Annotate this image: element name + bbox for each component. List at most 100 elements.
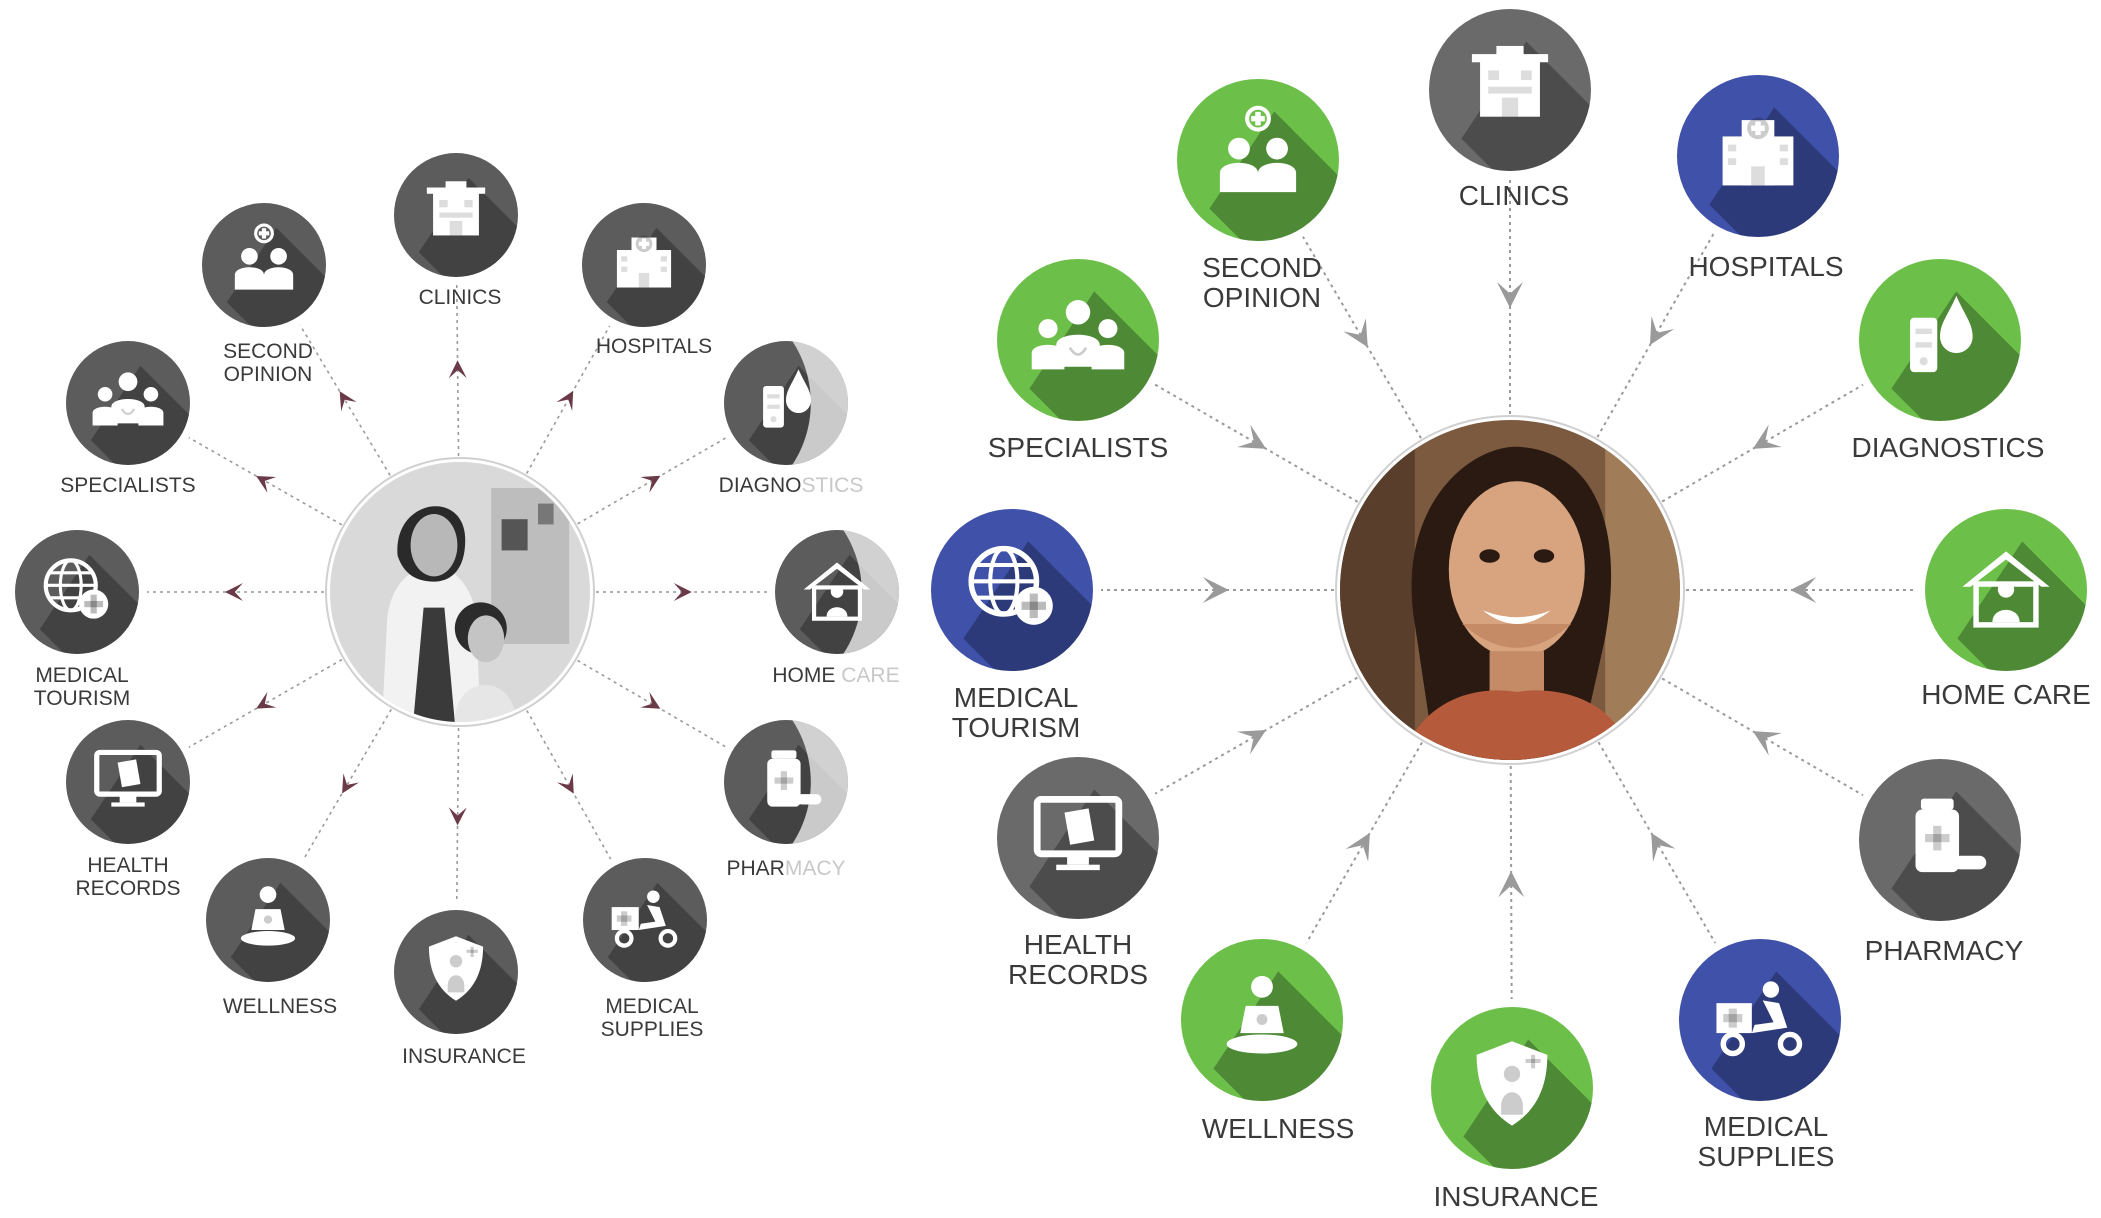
globe-plus-icon bbox=[39, 554, 139, 654]
clinic-building-icon bbox=[1461, 41, 1591, 171]
before-node-insurance bbox=[394, 910, 518, 1034]
home-care-icon bbox=[799, 530, 899, 654]
after-arrow-insurance bbox=[1498, 871, 1525, 898]
before-label-clinics: CLINICS bbox=[418, 286, 502, 309]
after-label-insurance: INSURANCE bbox=[1433, 1181, 1599, 1212]
before-arrow-medical-supplies bbox=[557, 773, 574, 794]
after-arrow-wellness bbox=[1345, 832, 1370, 862]
before-connector-wellness bbox=[302, 708, 392, 860]
before-node-pharmacy bbox=[724, 720, 848, 844]
before-label-pharmacy: PHARMACY bbox=[726, 857, 846, 880]
after-arrow-medical-tourism bbox=[1202, 577, 1229, 603]
after-label-diagnostics: DIAGNOSTICS bbox=[1851, 432, 2045, 463]
before-node-diagnostics bbox=[724, 341, 848, 465]
hospital-icon bbox=[1709, 107, 1839, 237]
before-arrow-clinics bbox=[448, 360, 467, 379]
before-label-hospitals: HOSPITALS bbox=[595, 335, 713, 358]
before-node-specialists bbox=[66, 341, 190, 465]
before-arrow-health-records bbox=[256, 691, 277, 709]
after-label-second-opinion: SECOND OPINION bbox=[1202, 252, 1322, 314]
before-connector-diagnostics bbox=[577, 437, 726, 525]
before-connector-hospitals bbox=[525, 325, 611, 474]
monitor-records-icon bbox=[1029, 789, 1159, 919]
after-node-diagnostics bbox=[1859, 259, 2021, 421]
monitor-records-icon bbox=[90, 744, 190, 844]
before-arrow-insurance bbox=[448, 807, 467, 826]
after-arrow-clinics bbox=[1497, 281, 1523, 308]
lab-flask-drop-icon bbox=[1891, 291, 2021, 421]
before-label-specialists: SPECIALISTS bbox=[60, 474, 196, 497]
before-hub-photo bbox=[330, 462, 590, 722]
shield-person-icon bbox=[1463, 1039, 1593, 1169]
after-label-wellness: WELLNESS bbox=[1201, 1113, 1355, 1144]
after-label-pharmacy: PHARMACY bbox=[1864, 935, 2024, 966]
before-label-health-records: HEALTH RECORDS bbox=[75, 854, 181, 900]
after-node-pharmacy bbox=[1859, 759, 2021, 921]
before-node-medical-supplies bbox=[583, 858, 707, 982]
after-node-insurance bbox=[1431, 1007, 1593, 1169]
after-label-specialists: SPECIALISTS bbox=[987, 432, 1169, 463]
after-node-home-care bbox=[1925, 509, 2087, 671]
meditation-icon bbox=[1213, 971, 1343, 1101]
before-label-home-care: HOME CARE bbox=[772, 664, 900, 687]
before-label-medical-tourism: MEDICAL TOURISM bbox=[33, 664, 131, 710]
after-arrow-medical-supplies bbox=[1651, 832, 1676, 862]
after-arrow-second-opinion bbox=[1343, 318, 1368, 348]
delivery-scooter-icon bbox=[607, 882, 707, 982]
before-connector-second-opinion bbox=[299, 324, 391, 476]
after-arrow-hospitals bbox=[1649, 316, 1675, 346]
after-label-medical-supplies: MEDICAL SUPPLIES bbox=[1697, 1111, 1835, 1173]
before-arrow-medical-tourism bbox=[224, 583, 243, 601]
clinic-building-icon bbox=[418, 177, 518, 277]
before-connector-health-records bbox=[188, 658, 343, 748]
before-label-insurance: INSURANCE bbox=[402, 1045, 526, 1068]
before-connector-medical-supplies bbox=[526, 710, 612, 860]
shield-person-icon bbox=[418, 934, 518, 1034]
after-arrow-pharmacy bbox=[1752, 731, 1782, 756]
after-node-wellness bbox=[1181, 939, 1343, 1101]
before-node-clinics bbox=[394, 153, 518, 277]
before-node-medical-tourism bbox=[15, 530, 139, 654]
meditation-icon bbox=[230, 882, 330, 982]
before-node-hospitals bbox=[582, 203, 706, 327]
before-arrow-specialists bbox=[256, 475, 277, 493]
before-arrow-home-care bbox=[673, 583, 692, 601]
before-connector-insurance bbox=[455, 727, 460, 903]
before-node-home-care bbox=[775, 530, 899, 654]
before-label-medical-supplies: MEDICAL SUPPLIES bbox=[600, 995, 704, 1041]
before-node-health-records bbox=[66, 720, 190, 844]
after-label-clinics: CLINICS bbox=[1458, 180, 1570, 211]
medicine-bottle-icon bbox=[1891, 791, 2021, 921]
before-connector-pharmacy bbox=[577, 659, 726, 748]
before-node-second-opinion bbox=[202, 203, 326, 327]
before-arrow-hospitals bbox=[556, 390, 574, 411]
after-node-specialists bbox=[997, 259, 1159, 421]
after-arrow-diagnostics bbox=[1752, 424, 1782, 449]
before-connector-clinics bbox=[455, 284, 460, 457]
before-arrow-wellness bbox=[342, 773, 359, 794]
before-arrow-diagnostics bbox=[640, 475, 661, 493]
doctors-consult-icon bbox=[1209, 105, 1339, 241]
doctors-consult-icon bbox=[226, 223, 326, 327]
doctors-group-icon bbox=[1029, 291, 1159, 421]
delivery-scooter-icon bbox=[1711, 971, 1841, 1101]
after-node-medical-tourism bbox=[931, 509, 1093, 671]
after-arrow-specialists bbox=[1237, 424, 1267, 449]
after-arrow-health-records bbox=[1237, 730, 1267, 755]
after-label-health-records: HEALTH RECORDS bbox=[1007, 929, 1148, 991]
after-node-health-records bbox=[997, 757, 1159, 919]
after-node-clinics bbox=[1429, 9, 1591, 171]
home-care-icon bbox=[1957, 541, 2087, 671]
after-node-second-opinion bbox=[1177, 79, 1339, 241]
before-label-diagnostics: DIAGNOSTICS bbox=[718, 474, 864, 497]
lab-flask-drop-icon bbox=[748, 341, 848, 465]
before-arrow-pharmacy bbox=[640, 691, 661, 709]
after-hub-photo bbox=[1340, 420, 1680, 760]
doctors-group-icon bbox=[90, 365, 190, 465]
after-node-medical-supplies bbox=[1679, 939, 1841, 1101]
after-arrow-home-care bbox=[1790, 577, 1817, 603]
after-label-home-care: HOME CARE bbox=[1921, 679, 2091, 710]
before-node-wellness bbox=[206, 858, 330, 982]
